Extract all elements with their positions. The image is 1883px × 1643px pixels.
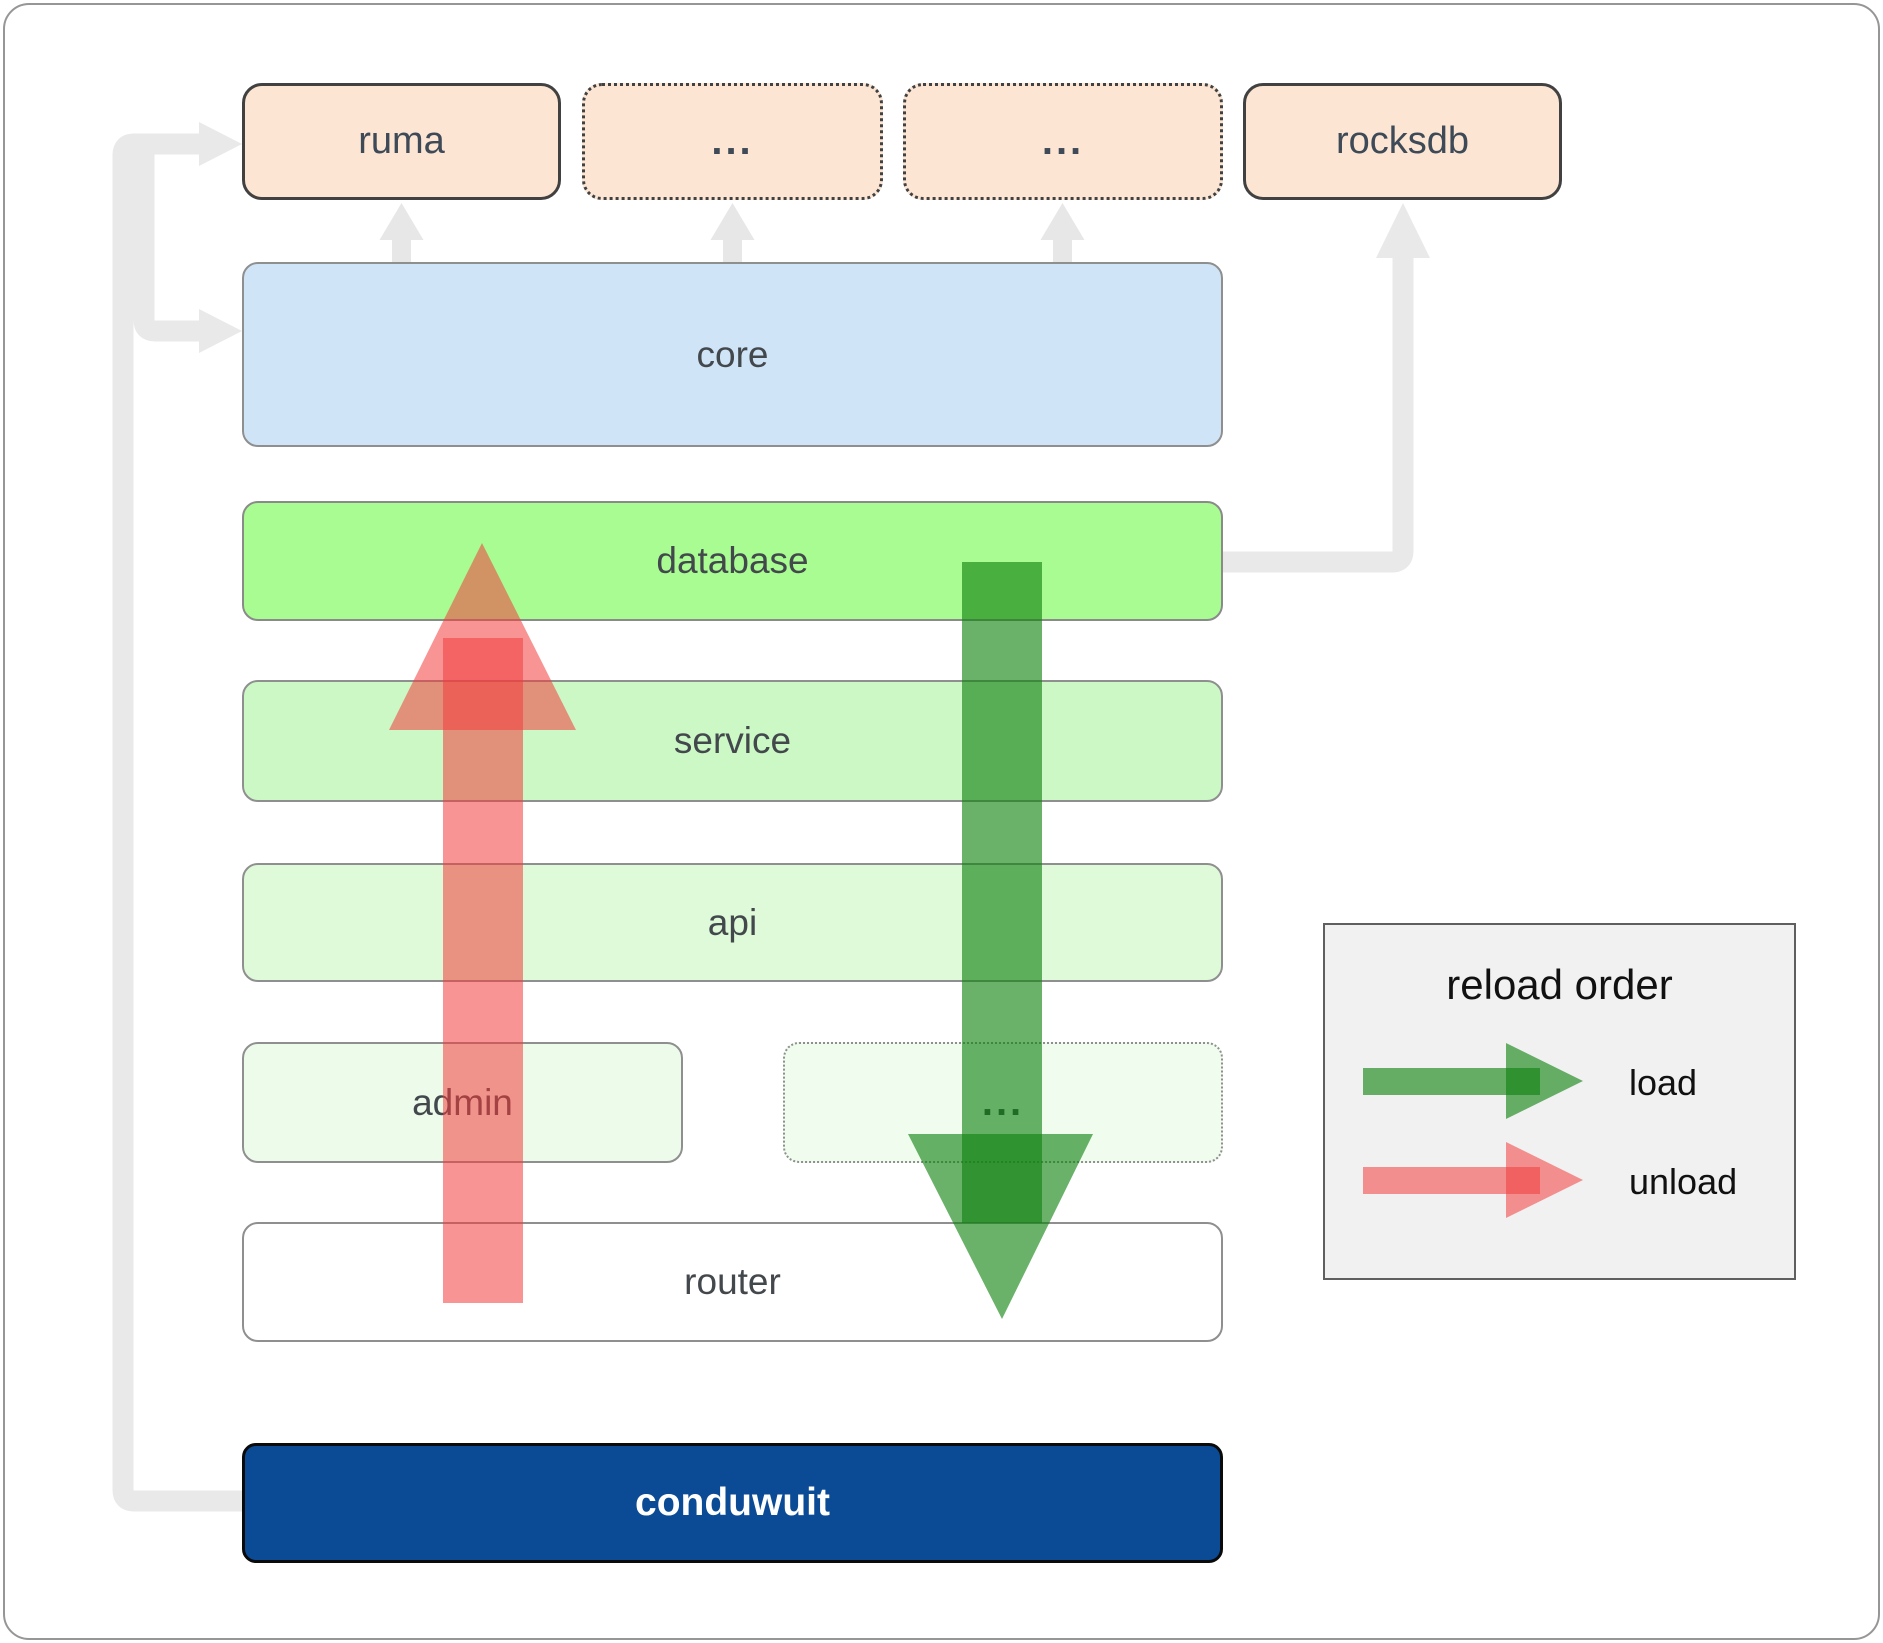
legend-unload-label: unload <box>1629 1161 1738 1202</box>
box-database: database <box>242 501 1223 621</box>
box-rocksdb: rocksdb <box>1243 83 1562 200</box>
box-service-label: service <box>673 720 792 761</box>
box-router-label: router <box>684 1261 781 1302</box>
legend-title: reload order <box>1446 961 1673 1008</box>
box-core: core <box>242 262 1223 447</box>
box-ellipsis-top-1: ... <box>582 83 883 200</box>
box-admin: admin <box>242 1042 683 1163</box>
box-ellipsis-top-2-label: ... <box>1041 119 1085 163</box>
outer-frame <box>3 3 1880 1640</box>
box-conduwuit-label: conduwuit <box>635 1481 830 1524</box>
box-conduwuit: conduwuit <box>242 1443 1223 1563</box>
box-ruma: ruma <box>242 83 561 200</box>
box-ellipsis-middle: ... <box>783 1042 1223 1163</box>
box-api-label: api <box>707 901 758 943</box>
box-ellipsis-top-1-label: ... <box>711 119 754 163</box>
box-database-label: database <box>656 540 809 581</box>
box-router: router <box>242 1222 1223 1342</box>
box-ruma-label: ruma <box>358 120 445 162</box>
box-ellipsis-middle-label: ... <box>981 1080 1025 1124</box>
legend-load-label: load <box>1629 1062 1698 1103</box>
box-rocksdb-label: rocksdb <box>1335 120 1470 162</box>
box-admin-label: admin <box>412 1081 513 1123</box>
box-ellipsis-top-2: ... <box>903 83 1223 200</box>
box-api: api <box>242 863 1223 982</box>
legend-reload-order: reload order load unload <box>1323 923 1796 1280</box>
box-core-label: core <box>696 333 769 375</box>
box-service: service <box>242 680 1223 802</box>
